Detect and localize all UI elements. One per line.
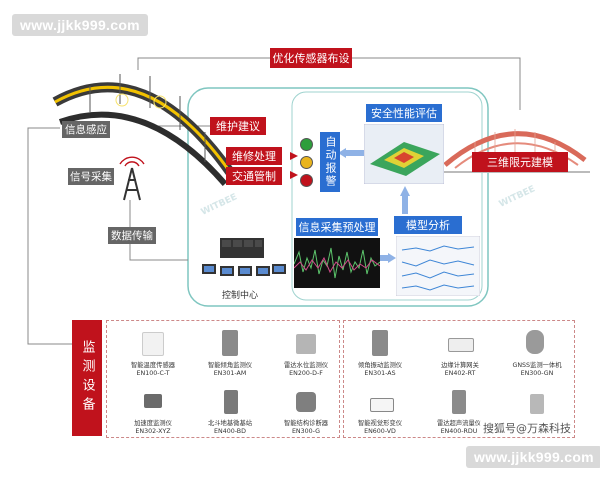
- model-analysis-label: 模型分析: [394, 216, 462, 234]
- info-sensing-label: 信息感应: [62, 121, 110, 138]
- maintenance-advice-label: 维护建议: [210, 117, 266, 135]
- accelerometer-icon: [144, 394, 162, 408]
- optimize-sensor-label: 优化传感器布设: [270, 48, 352, 68]
- fea-result-image: [364, 124, 444, 184]
- signal-waveform-image: [294, 238, 380, 288]
- radar-flow-icon: [452, 390, 466, 414]
- sensor-device-icon: [530, 394, 544, 414]
- fem-modeling-label: 三维限元建模: [472, 152, 568, 172]
- data-transfer-label: 数据传输: [108, 227, 156, 244]
- device-panel-right: [343, 320, 575, 438]
- watermark-bottom: www.jjkk999.com: [466, 446, 600, 468]
- yellow-light-icon: [300, 156, 313, 169]
- monitor-devices-label: 监测设备: [72, 320, 102, 436]
- bridge-left-image: [52, 74, 235, 186]
- preprocess-label: 信息采集预处理: [296, 218, 378, 236]
- structure-diagnoser-icon: [296, 392, 316, 412]
- tilt-monitor-icon: [222, 330, 238, 356]
- model-analysis-image: [396, 236, 480, 296]
- control-center-image: [202, 238, 286, 276]
- device-panel-left: [106, 320, 340, 438]
- watermark-top: www.jjkk999.com: [12, 14, 148, 36]
- source-tag: 搜狐号@万森科技: [480, 419, 574, 437]
- safety-evaluation-label: 安全性能评估: [366, 104, 442, 122]
- green-light-icon: [300, 138, 313, 151]
- bridge-right-image: [440, 129, 590, 173]
- control-center-label: 控制中心: [222, 291, 259, 301]
- radar-water-level-icon: [296, 334, 316, 354]
- beidou-station-icon: [224, 390, 238, 414]
- temperature-sensor-icon: [142, 332, 164, 356]
- signal-tower-icon: [119, 156, 145, 201]
- signal-collection-label: 信号采集: [68, 168, 114, 185]
- auto-alarm-label: 自动报警: [320, 132, 340, 192]
- tilt-vibration-icon: [372, 330, 388, 356]
- traffic-control-label: 交通管制: [226, 167, 282, 185]
- gnss-icon: [526, 330, 544, 354]
- edge-gateway-icon: [448, 338, 474, 352]
- red-light-icon: [300, 174, 313, 187]
- vision-deformation-icon: [370, 398, 394, 412]
- repair-label: 维修处理: [226, 147, 282, 165]
